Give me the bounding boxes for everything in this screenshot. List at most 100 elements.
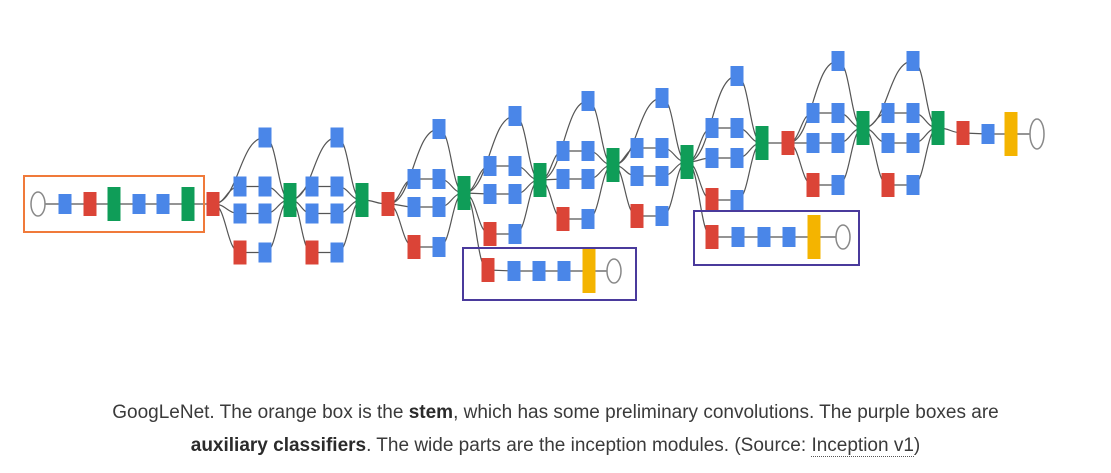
conv-node-130 xyxy=(630,166,644,186)
figure-caption: GoogLeNet. The orange box is the stem, w… xyxy=(0,396,1111,462)
conv-node-55 xyxy=(432,119,446,139)
conv-node-154 xyxy=(730,190,744,210)
conv-node-26 xyxy=(258,242,272,263)
concat-node-209 xyxy=(931,111,945,145)
concat-node-6 xyxy=(181,187,195,221)
conv-node-85 xyxy=(508,224,522,244)
conv-node-76 xyxy=(483,156,497,176)
googlenet-diagram xyxy=(23,51,1045,301)
conv-node-95 xyxy=(532,261,546,281)
concat-node-29 xyxy=(283,183,297,217)
conv-node-81 xyxy=(508,184,522,204)
conv-node-77 xyxy=(508,156,522,176)
pool-node-174 xyxy=(781,131,795,155)
auxiliary-classifier-box-2 xyxy=(693,210,860,266)
concat-node-3 xyxy=(107,187,121,221)
pool-node-214 xyxy=(956,121,970,145)
nodes xyxy=(30,51,1045,293)
caption-aux: auxiliary classifiers xyxy=(190,435,367,456)
conv-node-163 xyxy=(731,227,745,247)
conv-node-17 xyxy=(233,176,247,197)
pool-node-162 xyxy=(705,225,719,249)
conv-node-183 xyxy=(831,133,845,153)
inception-v1-link[interactable]: Inception v1 xyxy=(811,435,914,457)
conv-node-5 xyxy=(156,194,170,214)
auxiliary-classifier-box-1 xyxy=(462,247,637,301)
io-node-167 xyxy=(835,224,851,250)
conv-node-206 xyxy=(906,175,920,195)
caption-text-4: ) xyxy=(913,435,921,456)
edge-177 xyxy=(787,60,839,144)
conv-node-124 xyxy=(655,88,669,108)
softmax-node-166 xyxy=(807,215,821,259)
conv-node-149 xyxy=(705,148,719,168)
edge-106 xyxy=(539,100,589,181)
conv-node-127 xyxy=(655,138,669,158)
conv-node-145 xyxy=(705,118,719,138)
softmax-node-216 xyxy=(1004,112,1018,156)
concat-node-138 xyxy=(680,145,694,179)
conv-node-66 xyxy=(432,237,446,257)
io-node-0 xyxy=(30,191,46,217)
pool-node-186 xyxy=(806,173,820,197)
conv-node-58 xyxy=(432,169,446,189)
conv-node-198 xyxy=(906,103,920,123)
conv-node-15 xyxy=(258,127,272,148)
conv-node-22 xyxy=(258,203,272,224)
conv-node-41 xyxy=(330,203,344,224)
conv-node-143 xyxy=(730,66,744,86)
pool-node-44 xyxy=(305,240,319,265)
conv-node-34 xyxy=(330,127,344,148)
caption-stem: stem xyxy=(408,402,454,423)
conv-node-116 xyxy=(581,209,595,229)
conv-node-182 xyxy=(806,133,820,153)
conv-node-164 xyxy=(757,227,771,247)
conv-node-40 xyxy=(305,203,319,224)
pool-node-93 xyxy=(481,258,495,282)
conv-node-96 xyxy=(557,261,571,281)
pool-node-205 xyxy=(881,173,895,197)
conv-node-74 xyxy=(508,106,522,126)
conv-node-201 xyxy=(881,133,895,153)
conv-node-112 xyxy=(581,169,595,189)
conv-node-126 xyxy=(630,138,644,158)
conv-node-187 xyxy=(831,175,845,195)
conv-node-111 xyxy=(556,169,570,189)
conv-node-45 xyxy=(330,242,344,263)
conv-node-37 xyxy=(330,176,344,197)
conv-node-107 xyxy=(556,141,570,161)
edge-56 xyxy=(387,128,440,205)
pool-node-2 xyxy=(83,192,97,216)
conv-node-176 xyxy=(831,51,845,71)
conv-node-150 xyxy=(730,148,744,168)
concat-node-157 xyxy=(755,126,769,160)
stem-box xyxy=(23,175,205,233)
conv-node-1 xyxy=(58,194,72,214)
pool-node-134 xyxy=(630,204,644,228)
softmax-node-97 xyxy=(582,249,596,293)
conv-node-197 xyxy=(881,103,895,123)
concat-node-48 xyxy=(355,183,369,217)
conv-node-135 xyxy=(655,206,669,226)
caption-text-3: . The wide parts are the inception modul… xyxy=(366,435,812,456)
conv-node-36 xyxy=(305,176,319,197)
concat-node-190 xyxy=(856,111,870,145)
conv-node-105 xyxy=(581,91,595,111)
conv-node-215 xyxy=(981,124,995,144)
conv-node-202 xyxy=(906,133,920,153)
conv-node-61 xyxy=(407,197,421,217)
conv-node-80 xyxy=(483,184,497,204)
conv-node-62 xyxy=(432,197,446,217)
conv-node-195 xyxy=(906,51,920,71)
conv-node-108 xyxy=(581,141,595,161)
pool-node-25 xyxy=(233,240,247,265)
conv-node-4 xyxy=(132,194,146,214)
conv-node-146 xyxy=(730,118,744,138)
conv-node-57 xyxy=(407,169,421,189)
pool-node-13 xyxy=(206,192,220,216)
conv-node-131 xyxy=(655,166,669,186)
io-node-98 xyxy=(606,258,622,284)
edge-75 xyxy=(463,115,516,194)
pool-node-84 xyxy=(483,222,497,246)
caption-text-2: , which has some preliminary convolution… xyxy=(453,402,999,423)
